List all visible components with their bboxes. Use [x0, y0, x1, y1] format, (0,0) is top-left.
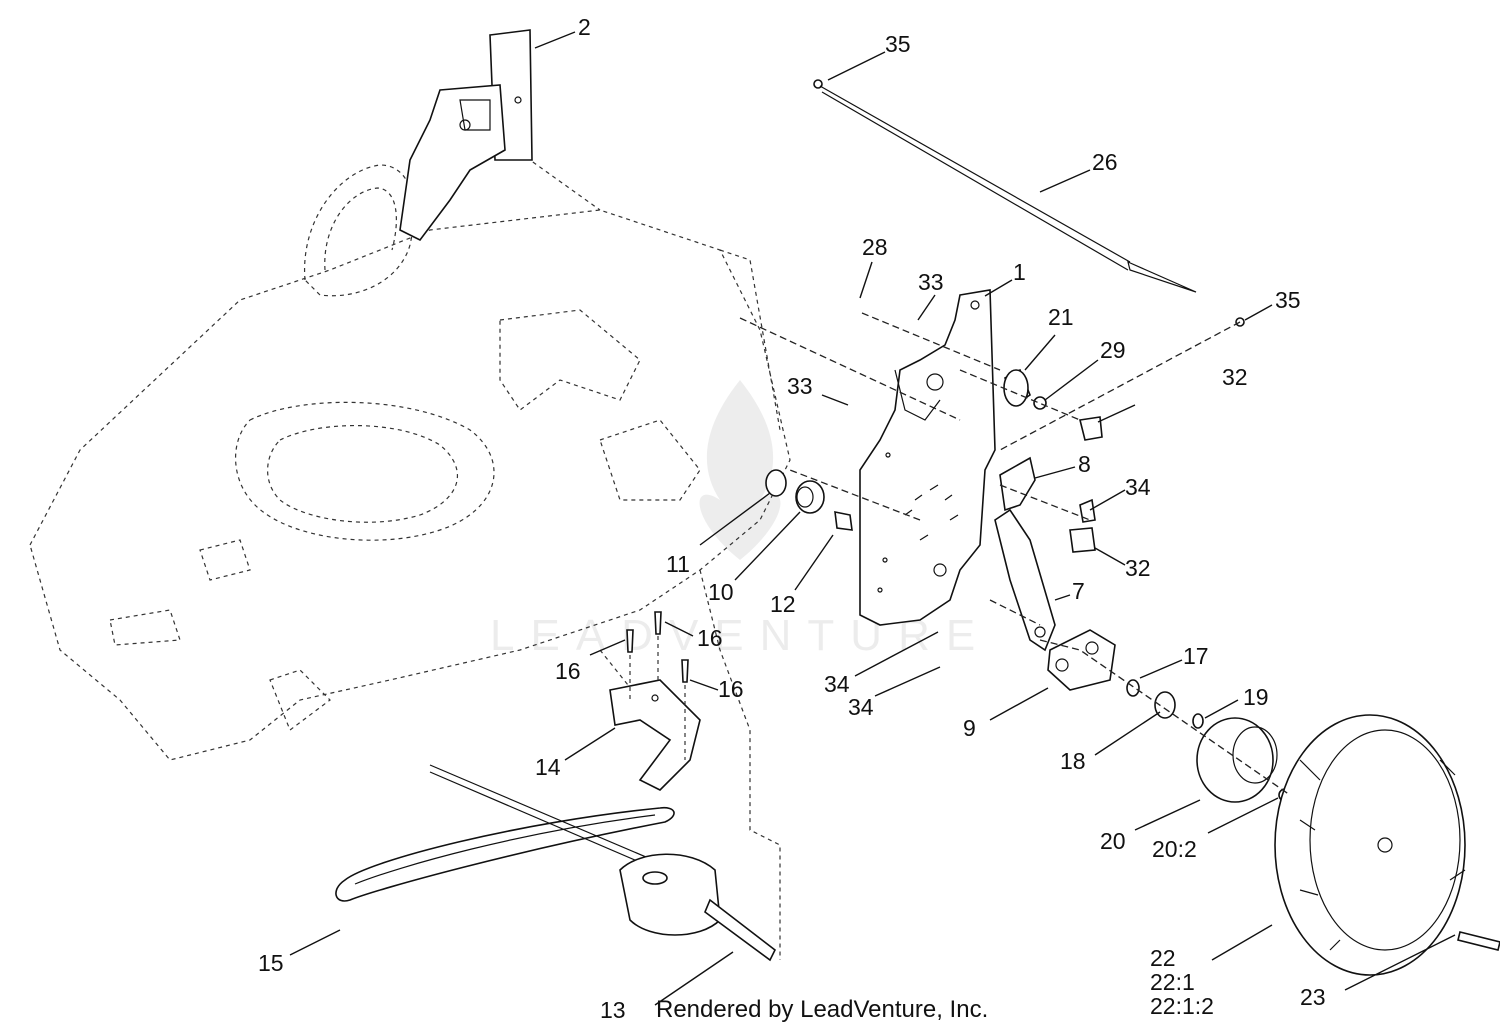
callout-33: 33 — [918, 269, 944, 295]
callout-26: 26 — [1092, 149, 1118, 175]
assembly-lines — [739, 312, 1291, 796]
front-wheel — [1274, 714, 1500, 976]
callout-20-2: 20:2 — [1152, 836, 1197, 862]
callout-14: 14 — [535, 754, 561, 780]
callout-17: 17 — [1183, 643, 1209, 669]
callout-18: 18 — [1060, 748, 1086, 774]
callout-32: 32 — [1222, 364, 1248, 390]
cable-assembly — [813, 79, 1245, 327]
callout-16: 16 — [697, 625, 723, 651]
callout-33: 33 — [787, 373, 813, 399]
callout-16: 16 — [718, 676, 744, 702]
callout-21: 21 — [1048, 304, 1074, 330]
rear-wheel-phantom — [304, 164, 415, 297]
render-credit: Rendered by LeadVenture, Inc. — [656, 996, 988, 1023]
callout-23: 23 — [1300, 984, 1326, 1010]
callout-15: 15 — [258, 950, 284, 976]
callout-22-1-2: 22:1:2 — [1150, 993, 1214, 1019]
height-adjust-bracket — [399, 29, 533, 242]
callout-13: 13 — [600, 997, 626, 1023]
callout-32: 32 — [1125, 555, 1151, 581]
callout-labels: 2 35 26 28 33 1 21 35 29 32 33 8 34 11 1… — [258, 14, 1326, 1023]
callout-22-1: 22:1 — [1150, 969, 1195, 995]
callout-29: 29 — [1100, 337, 1126, 363]
callout-20: 20 — [1100, 828, 1126, 854]
callout-35: 35 — [1275, 287, 1301, 313]
side-plate — [859, 289, 996, 626]
gear-washer-parts — [1126, 679, 1204, 729]
callout-16: 16 — [555, 658, 581, 684]
callout-9: 9 — [963, 715, 976, 741]
callout-7: 7 — [1072, 578, 1085, 604]
callout-1: 1 — [1013, 259, 1026, 285]
callout-35: 35 — [885, 31, 911, 57]
mower-deck-phantom — [29, 149, 791, 960]
callout-34: 34 — [1125, 474, 1151, 500]
callout-10: 10 — [708, 579, 734, 605]
lever-arm — [994, 456, 1096, 652]
pivot-bracket — [1047, 629, 1116, 691]
leader-lines — [289, 31, 1456, 1006]
callout-34: 34 — [824, 671, 850, 697]
callout-8: 8 — [1078, 451, 1091, 477]
belt-and-transmission — [335, 764, 777, 962]
transmission-bracket — [609, 611, 701, 791]
callout-11: 11 — [666, 551, 690, 577]
callout-22: 22 — [1150, 945, 1176, 971]
wheel-hub — [1196, 717, 1292, 803]
callout-12: 12 — [770, 591, 796, 617]
spacer-nut-knob — [1003, 368, 1103, 441]
callout-34: 34 — [848, 694, 874, 720]
callout-28: 28 — [862, 234, 888, 260]
callout-2: 2 — [578, 14, 591, 40]
bushing-parts — [765, 469, 853, 531]
callout-19: 19 — [1243, 684, 1269, 710]
watermark-flame — [699, 380, 781, 560]
